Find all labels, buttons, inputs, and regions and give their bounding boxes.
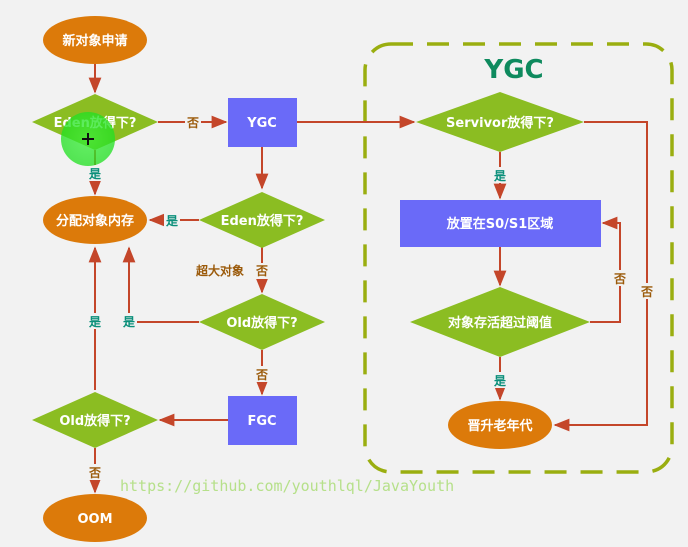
node-old-check-1: Old放得下? (199, 294, 325, 350)
ygc-container (363, 42, 674, 474)
label-eden1-no: 否 (186, 116, 199, 130)
label-age-yes: 是 (493, 374, 507, 388)
ygc-container-title: YGC (483, 55, 543, 85)
node-new-object: 新对象申请 (43, 16, 147, 64)
node-old-check-2: Old放得下? (32, 392, 158, 448)
svg-text:新对象申请: 新对象申请 (62, 33, 127, 49)
label-old2-no: 否 (88, 466, 101, 480)
cursor-crosshair-icon (82, 133, 94, 145)
svg-text:OOM: OOM (77, 512, 112, 527)
node-fgc: FGC (228, 396, 297, 445)
edge-survivor-to-promote (553, 121, 648, 432)
label-huge-object: 超大对象 (195, 263, 244, 278)
edge-labels: 否 是 是 超大对象 否 是 是 否 否 是 否 否 是 (87, 114, 655, 480)
label-old2-yes: 是 (88, 315, 102, 329)
svg-text:Old放得下?: Old放得下? (59, 413, 130, 429)
label-old1-no: 否 (255, 368, 268, 382)
svg-text:对象存活超过阈值: 对象存活超过阈值 (448, 315, 552, 331)
cursor-indicator (61, 112, 115, 166)
edge-old1-to-alloc (122, 246, 199, 323)
node-oom: OOM (43, 494, 147, 542)
svg-text:分配对象内存: 分配对象内存 (56, 213, 134, 229)
svg-text:FGC: FGC (247, 414, 276, 429)
svg-text:YGC: YGC (246, 116, 277, 131)
label-survivor-yes: 是 (493, 169, 507, 183)
svg-text:晋升老年代: 晋升老年代 (467, 418, 532, 434)
svg-text:Eden放得下?: Eden放得下? (221, 213, 304, 229)
svg-text:放置在S0/S1区域: 放置在S0/S1区域 (446, 216, 554, 232)
svg-text:Servivor放得下?: Servivor放得下? (446, 115, 554, 131)
label-survivor-no: 否 (640, 285, 653, 299)
svg-text:Old放得下?: Old放得下? (226, 315, 297, 331)
node-ygc: YGC (228, 98, 297, 147)
node-s0s1: 放置在S0/S1区域 (400, 200, 601, 247)
label-eden2-no: 否 (255, 264, 268, 278)
label-old1-yes: 是 (122, 315, 136, 329)
node-age-check: 对象存活超过阈值 (410, 287, 590, 357)
node-allocate-memory: 分配对象内存 (43, 196, 147, 244)
label-eden1-yes: 是 (88, 167, 102, 181)
node-survivor-check: Servivor放得下? (416, 92, 584, 152)
label-age-no: 否 (613, 272, 626, 286)
node-eden-check-2: Eden放得下? (199, 192, 325, 248)
watermark-url: https://github.com/youthlql/JavaYouth (120, 477, 454, 495)
label-eden2-yes: 是 (165, 214, 179, 228)
node-promote-old: 晋升老年代 (448, 401, 552, 449)
